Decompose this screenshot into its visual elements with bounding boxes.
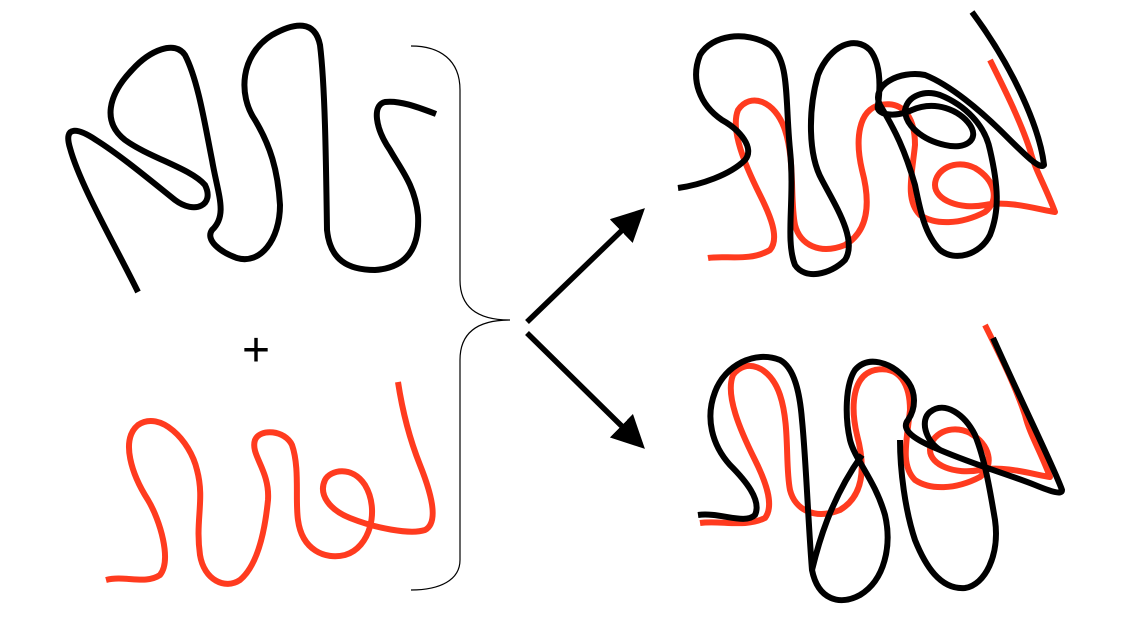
lower-outcome-arrow xyxy=(525,331,645,449)
upper-black-chain xyxy=(677,10,1047,278)
right-curly-brace xyxy=(410,45,511,591)
lower-black-chain-loop xyxy=(809,453,865,571)
lower-black-chain xyxy=(697,336,1065,604)
upper-overlapped-pair xyxy=(677,10,1058,278)
red-chain-input xyxy=(105,381,436,587)
black-chain-input xyxy=(65,22,438,294)
upper-outcome-arrow xyxy=(525,208,645,324)
lower-overlapped-pair xyxy=(697,323,1065,604)
lower-black-chain-tail xyxy=(897,404,999,592)
plus-operator: + xyxy=(242,324,270,377)
